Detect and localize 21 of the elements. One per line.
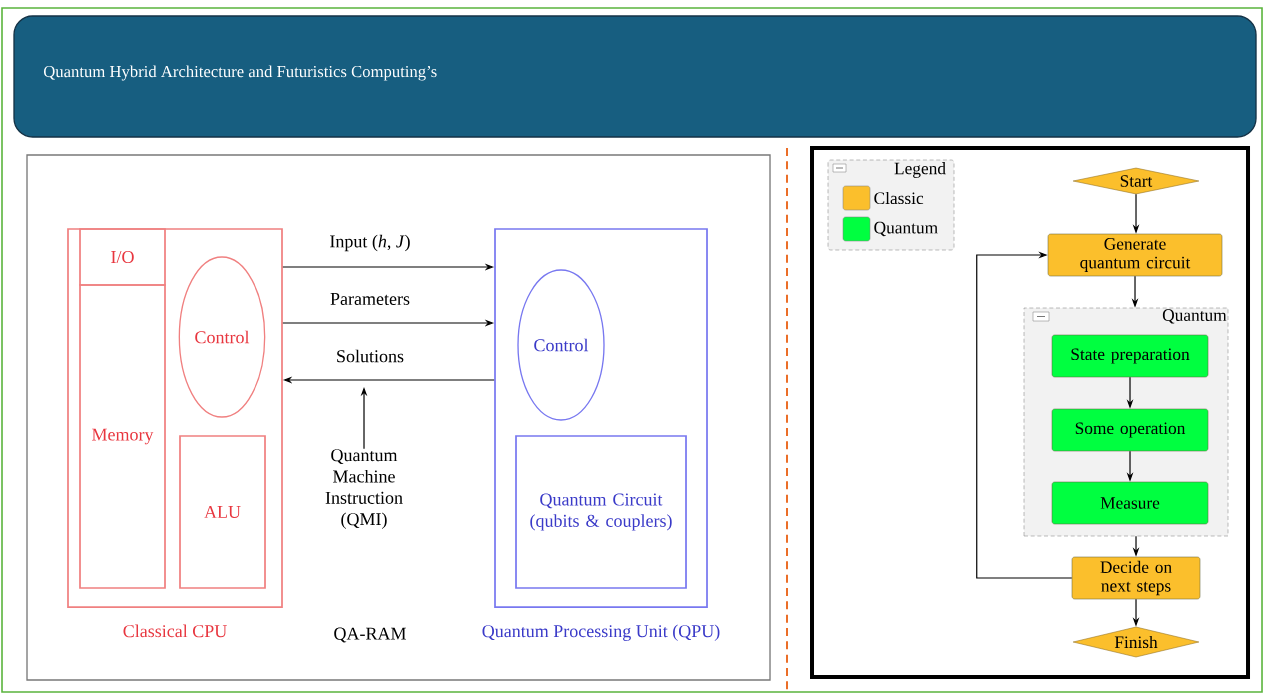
alu-box: ALU (179, 435, 266, 589)
node-label: Classical CPU (123, 624, 227, 638)
process-box: Generate quantum circuit (1047, 233, 1223, 277)
legend-text: Quantum (874, 221, 938, 237)
edge-label: Input (h, J) (330, 234, 410, 252)
process-box: Some operation (1051, 408, 1209, 452)
io-box: I/O (79, 228, 166, 286)
memory-box: Memory (79, 284, 166, 589)
edge-label: Parameters (330, 293, 410, 305)
edge-label: Solutions (337, 349, 404, 363)
title-banner: Quantum Hybrid Architecture and Futuristics Computing’s (13, 15, 1257, 138)
legend-text: Classic (874, 191, 924, 205)
quantum-circuit-box: Quantum Circuit (qubits & couplers) (515, 435, 687, 589)
decision-box: Decide on next steps (1071, 556, 1201, 600)
node-label: Quantum Processing Unit (QPU) (482, 624, 720, 641)
label: QA-RAM (334, 627, 406, 643)
process-box: Measure (1051, 481, 1209, 525)
arrow (976, 251, 1073, 579)
label: Legend (894, 162, 946, 178)
instruction-text: Quantum Machine Instruction (QMI) (325, 449, 403, 529)
process-box: State preparation (1051, 334, 1209, 378)
